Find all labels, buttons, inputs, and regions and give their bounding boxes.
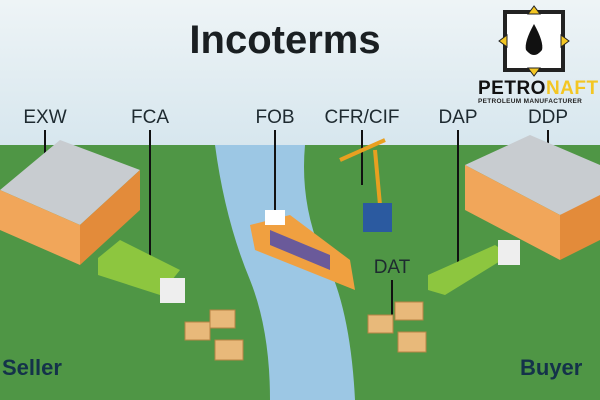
ship bbox=[250, 210, 355, 290]
seller-truck bbox=[98, 240, 185, 303]
logo-name-a: PETRO bbox=[478, 78, 546, 99]
seller-label: Seller bbox=[2, 355, 62, 380]
logo-name-b: NAFT bbox=[545, 78, 599, 99]
term-dap: DAP bbox=[438, 107, 478, 128]
petronaft-logo-icon bbox=[498, 5, 570, 77]
crane bbox=[339, 138, 392, 232]
logo-tagline: PETROLEUM MANUFACTURER bbox=[478, 98, 583, 105]
term-cfr-cif: CFR/CIF bbox=[324, 107, 400, 128]
term-fob: FOB bbox=[255, 107, 295, 128]
term-exw: EXW bbox=[23, 107, 67, 128]
term-dat: DAT bbox=[373, 257, 411, 278]
seller-warehouse bbox=[0, 140, 140, 265]
page-title: Incoterms bbox=[189, 18, 381, 62]
buyer-truck bbox=[428, 240, 520, 295]
buyer-label: Buyer bbox=[520, 355, 583, 380]
dat-boxes bbox=[367, 301, 427, 353]
term-fca: FCA bbox=[131, 107, 169, 128]
logo-wordmark: PETRONAFT bbox=[478, 78, 599, 100]
seller-boxes bbox=[184, 309, 244, 361]
term-ddp: DDP bbox=[527, 107, 569, 128]
buyer-warehouse bbox=[465, 135, 600, 260]
river bbox=[215, 145, 355, 400]
